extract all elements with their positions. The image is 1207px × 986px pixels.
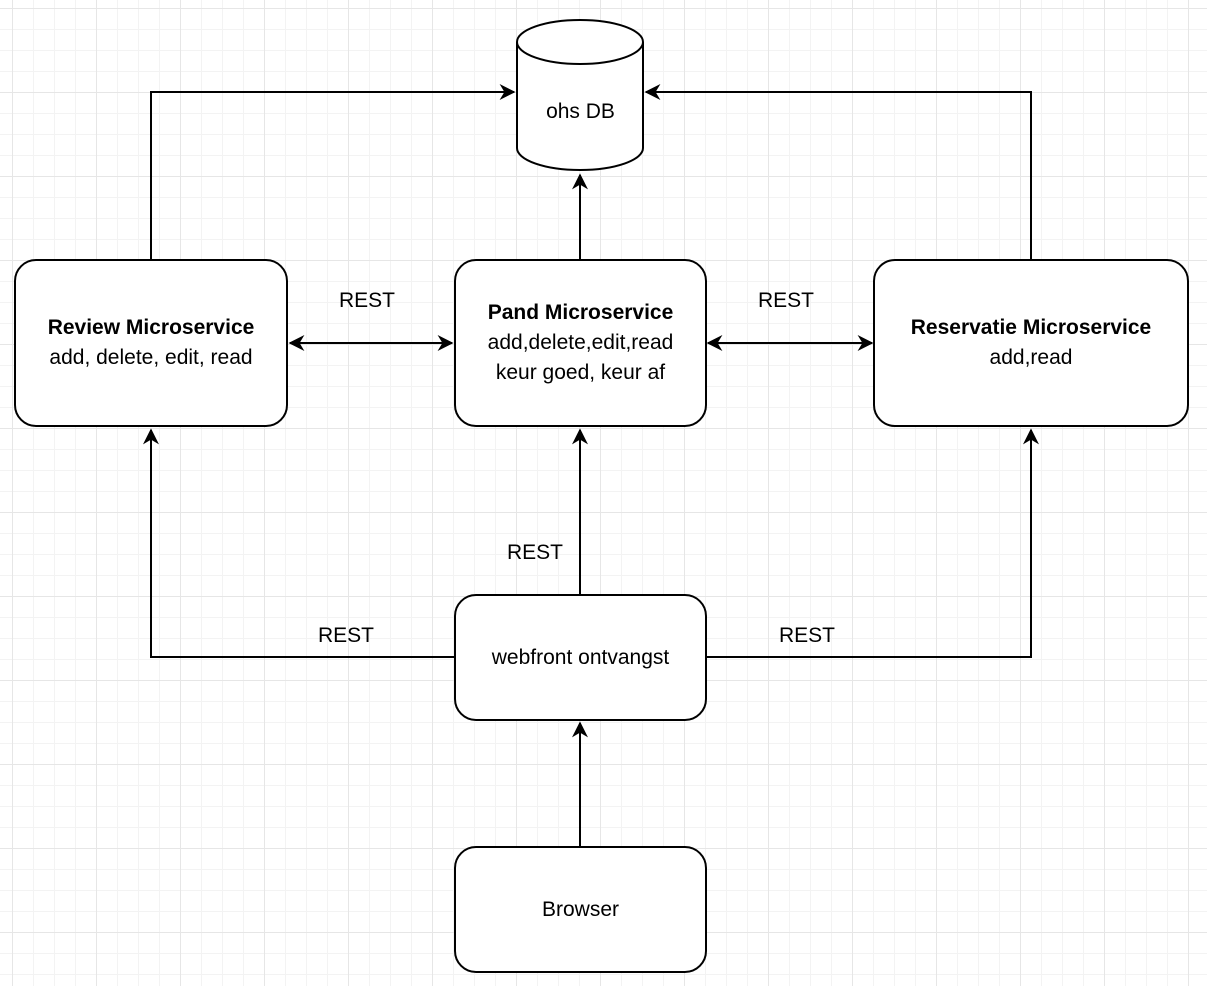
pand-operations: add,delete,edit,read xyxy=(487,331,674,354)
rest-label-review-pand: REST xyxy=(339,289,396,312)
webfront-label: webfront ontvangst xyxy=(491,645,670,669)
database-label: ohs DB xyxy=(546,100,615,123)
edge-webfront-to-review xyxy=(143,428,455,658)
database-cylinder[interactable] xyxy=(516,19,644,171)
browser-label: Browser xyxy=(541,897,620,921)
review-title: Review Microservice xyxy=(47,316,255,339)
rest-label-webfront-reservatie: REST xyxy=(779,624,836,647)
rest-label-webfront-pand: REST xyxy=(507,541,564,564)
pand-title: Pand Microservice xyxy=(487,301,674,324)
edge-reservatie-to-db xyxy=(644,84,1032,259)
edge-webfront-to-reservatie xyxy=(706,428,1039,658)
review-operations: add, delete, edit, read xyxy=(49,346,253,369)
pand-approval: keur goed, keur af xyxy=(495,361,666,384)
reservatie-operations: add,read xyxy=(989,346,1073,369)
browser-node[interactable]: Browser xyxy=(454,846,707,973)
webfront-node[interactable]: webfront ontvangst xyxy=(454,594,707,721)
pand-microservice-node[interactable]: Pand Microservice add,delete,edit,read k… xyxy=(454,259,707,427)
edge-review-to-db xyxy=(150,84,516,259)
reservatie-microservice-node[interactable]: Reservatie Microservice add,read xyxy=(873,259,1189,427)
review-microservice-node[interactable]: Review Microservice add, delete, edit, r… xyxy=(14,259,288,427)
reservatie-title: Reservatie Microservice xyxy=(910,316,1152,339)
rest-label-pand-reservatie: REST xyxy=(758,289,815,312)
rest-label-webfront-review: REST xyxy=(318,624,375,647)
